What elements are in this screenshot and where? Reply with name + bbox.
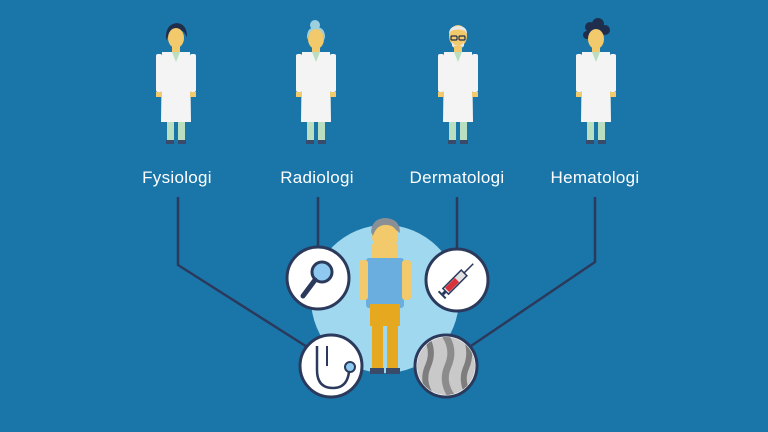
doctor-dermatologi xyxy=(438,25,478,144)
connector-lines xyxy=(176,197,597,352)
blood-vessel-icon xyxy=(413,333,479,399)
magnifier-icon xyxy=(285,245,351,311)
label-dermatologi: Dermatologi xyxy=(409,168,505,187)
doctor-fysiologi xyxy=(156,23,196,144)
label-hematologi: Hematologi xyxy=(550,168,640,187)
doctor-radiologi xyxy=(296,20,336,144)
stethoscope-icon xyxy=(298,333,364,399)
syringe-icon xyxy=(424,247,490,313)
patient-figure xyxy=(359,218,411,374)
doctor-hematologi xyxy=(576,18,616,144)
label-fysiologi: Fysiologi xyxy=(142,168,212,187)
connector-hematologi xyxy=(467,197,597,350)
label-radiologi: Radiologi xyxy=(280,168,354,187)
connector-fysiologi xyxy=(176,197,313,352)
